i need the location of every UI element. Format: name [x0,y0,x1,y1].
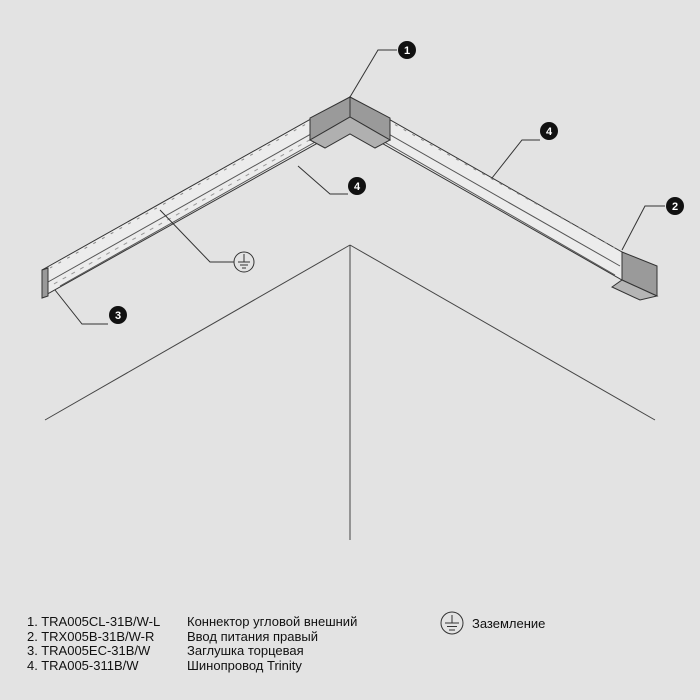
callout-4-top: 4 [540,122,558,140]
svg-text:3: 3 [115,310,121,322]
legend-desc: Шинопровод Trinity [187,657,302,673]
leader-2 [621,205,665,251]
legend-desc: Ввод питания правый [187,628,319,644]
callout-1: 1 [398,41,416,59]
legend-row: 4. TRA005-311B/W Шинопровод Trinity [27,657,357,674]
legend-row: 1. TRA005CL-31B/W-L Коннектор угловой вне… [27,614,358,630]
track-diagram: 1 4 2 4 3 [41,41,684,540]
legend-code: 2. TRX005B-31B/W-R [27,628,155,644]
wall-left-edge [44,244,351,421]
ground-label: Заземление [472,615,546,631]
track-left [41,96,351,298]
legend-desc: Коннектор угловой внешний [187,614,358,629]
leader-ground [159,209,234,263]
leader-4-mid [297,165,348,195]
legend-row: 2. TRX005B-31B/W-R Ввод питания правый [27,628,357,645]
end-cap [41,267,49,299]
leader-1 [349,49,397,98]
power-feed [611,251,659,301]
callout-2: 2 [666,197,684,215]
legend-row: 3. TRA005EC-31B/W Заглушка торцевая [27,643,357,659]
ground-legend: Заземление [440,611,545,635]
legend-desc: Заглушка торцевая [187,643,304,658]
svg-text:1: 1 [404,45,410,57]
callout-4-mid: 4 [348,177,366,195]
legend-code: 4. TRA005-311B/W [27,657,139,673]
ground-icon [440,611,464,635]
svg-text:2: 2 [672,201,678,213]
legend-code: 3. TRA005EC-31B/W [27,643,151,658]
legend: 1. TRA005CL-31B/W-L Коннектор угловой вне… [27,614,358,674]
callout-3: 3 [109,306,127,324]
leader-3 [54,289,108,325]
track-right [349,96,623,281]
corner-connector [308,96,392,149]
ground-symbol [233,251,255,273]
wall-right-edge [349,244,656,421]
legend-code: 1. TRA005CL-31B/W-L [27,614,161,629]
svg-text:4: 4 [546,126,553,138]
leader-4-top [491,139,540,179]
svg-text:4: 4 [354,181,361,193]
